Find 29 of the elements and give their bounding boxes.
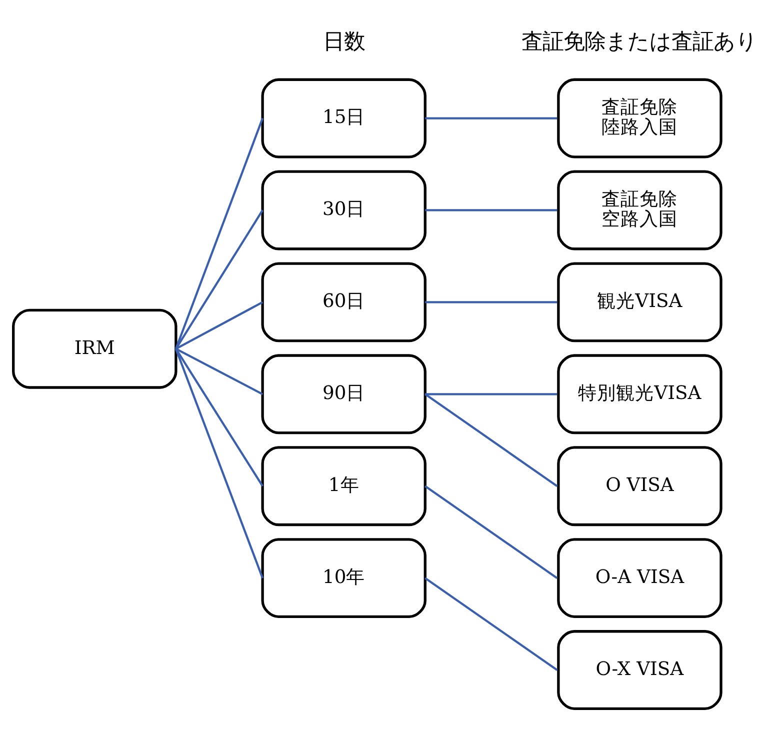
connector bbox=[425, 301, 558, 304]
node-box: O VISA bbox=[557, 446, 722, 526]
connector bbox=[424, 577, 558, 671]
node-box: O-X VISA bbox=[557, 630, 722, 710]
connector bbox=[175, 348, 264, 487]
connector bbox=[174, 348, 264, 578]
node-box: 15日 bbox=[261, 78, 426, 158]
connector bbox=[175, 348, 264, 396]
connector bbox=[175, 210, 264, 350]
node-box: 30日 bbox=[261, 170, 426, 250]
connector bbox=[424, 393, 558, 487]
node-box: 90日 bbox=[261, 354, 426, 434]
connector bbox=[175, 301, 264, 350]
node-box: 60日 bbox=[261, 262, 426, 342]
connector bbox=[424, 485, 558, 579]
node-box: O-A VISA bbox=[557, 538, 722, 618]
connector bbox=[425, 117, 558, 120]
node-box: 1年 bbox=[261, 446, 426, 526]
node-box: 査証免除 空路入国 bbox=[557, 170, 722, 250]
node-box: 10年 bbox=[261, 538, 426, 618]
connector bbox=[425, 209, 558, 212]
label: 日数 bbox=[322, 30, 365, 55]
connector bbox=[174, 118, 264, 350]
connector bbox=[425, 393, 558, 396]
node-box: 査証免除 陸路入国 bbox=[557, 78, 722, 158]
label: 査証免除または査証あり bbox=[522, 30, 758, 55]
node-box: 特別観光VISA bbox=[557, 354, 722, 434]
node-box: IRM bbox=[12, 308, 178, 389]
node-box: 観光VISA bbox=[557, 262, 722, 342]
